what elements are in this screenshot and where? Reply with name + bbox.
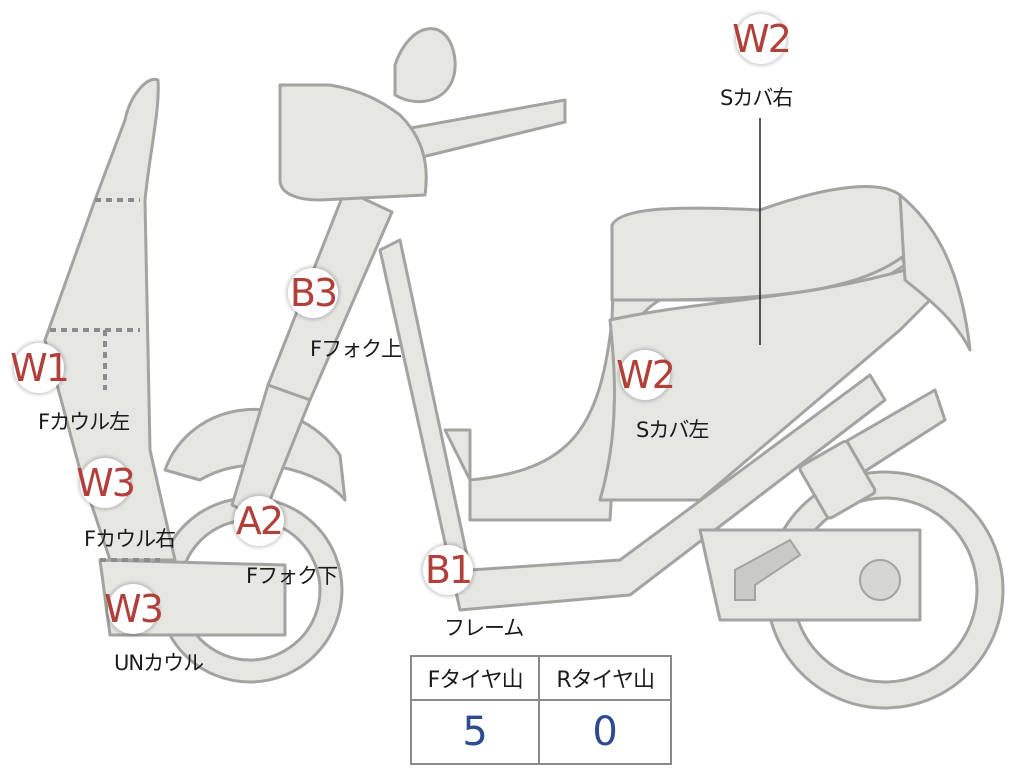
marker-b3-label: Fフォク上: [310, 337, 402, 361]
marker-a2-label: Fフォク下: [246, 564, 338, 588]
mirror: [393, 27, 457, 104]
marker-w2-side-code: W2: [616, 350, 676, 400]
marker-a2-code: A2: [234, 496, 284, 546]
tire-tread-table: Fタイヤ山 Rタイヤ山 5 0: [409, 655, 672, 765]
marker-w2-top-label: Sカバ右: [720, 86, 793, 110]
marker-w1-code: W1: [10, 343, 70, 393]
headlight: [278, 83, 428, 202]
marker-w3-low-label: UNカウル: [114, 651, 204, 675]
front-tire-value: 5: [409, 699, 541, 765]
marker-w2-side-label: Sカバ左: [636, 418, 709, 442]
marker-w1-label: Fカウル左: [38, 410, 130, 434]
front-cowl: [43, 77, 177, 562]
seat: [610, 185, 907, 302]
rear-tire-header: Rタイヤ山: [538, 655, 672, 701]
front-tire-header: Fタイヤ山: [409, 655, 541, 701]
marker-w2-top-code: W2: [732, 14, 792, 64]
marker-b1-code: B1: [423, 545, 473, 595]
marker-w3-mid-label: Fカウル右: [84, 527, 176, 551]
frame: [378, 238, 887, 612]
marker-b1-label: フレーム: [444, 616, 524, 640]
tail: [898, 193, 972, 352]
marker-b3-code: B3: [288, 268, 338, 318]
exhaust: [734, 538, 802, 601]
handlebar: [398, 98, 567, 162]
rear-tire-value: 0: [538, 699, 672, 765]
marker-w3-low-code: W3: [104, 584, 164, 634]
marker-w3-mid-code: W3: [76, 458, 136, 508]
